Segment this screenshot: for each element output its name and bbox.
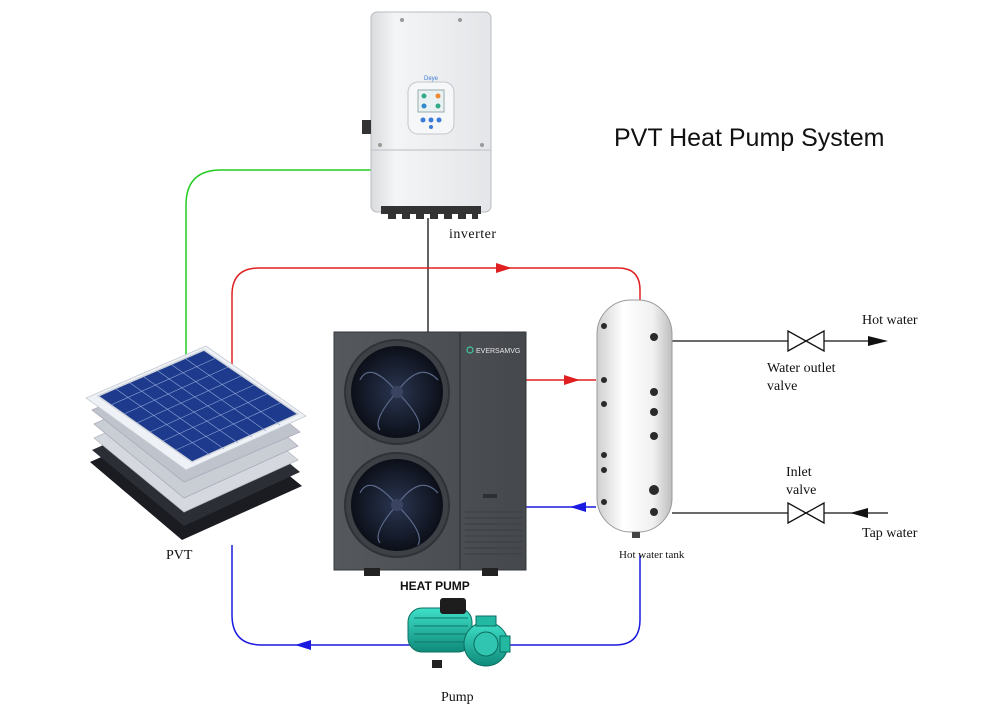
tap-water-arrow <box>850 508 868 518</box>
hot-water-label: Hot water <box>862 313 918 328</box>
pump-icon <box>407 598 511 668</box>
inverter-label: inverter <box>449 227 497 242</box>
tap-water-label: Tap water <box>862 526 918 541</box>
cold-line-tank-pump <box>500 555 641 646</box>
heat-pump-icon <box>333 331 527 576</box>
hot-water-tank-icon <box>596 299 673 538</box>
heat-pump-label: HEAT PUMP <box>400 579 470 593</box>
hot-water-arrow <box>868 336 888 346</box>
hot-line-pvt-tank <box>231 267 641 380</box>
heat-pump-brand: EVERSAMVG <box>476 348 520 355</box>
diagram-title: PVT Heat Pump System <box>614 124 885 152</box>
cold-line-pump-pvt <box>231 545 410 646</box>
inlet-valve-label-line1: Inlet <box>786 465 812 480</box>
water-outlet-valve-label-line1: Water outlet <box>767 361 836 376</box>
inlet-valve-icon <box>787 501 825 525</box>
inlet-valve-label-line2: valve <box>786 483 817 498</box>
pvt-panel-icon <box>85 345 307 540</box>
pump-label: Pump <box>441 690 474 705</box>
hot-flow-arrow <box>564 375 580 385</box>
cold-flow-arrow <box>570 502 586 512</box>
electric-line-pvt-inverter <box>185 169 372 370</box>
water-outlet-valve-icon <box>787 329 825 353</box>
pvt-label: PVT <box>166 548 193 563</box>
cold-line-arrow <box>295 640 311 650</box>
hot-line-arrow <box>496 263 512 273</box>
inverter-icon <box>362 11 492 219</box>
hot-water-tank-label: Hot water tank <box>619 549 685 561</box>
inverter-brand: Deye <box>424 76 439 82</box>
water-outlet-valve-label-line2: valve <box>767 379 798 394</box>
